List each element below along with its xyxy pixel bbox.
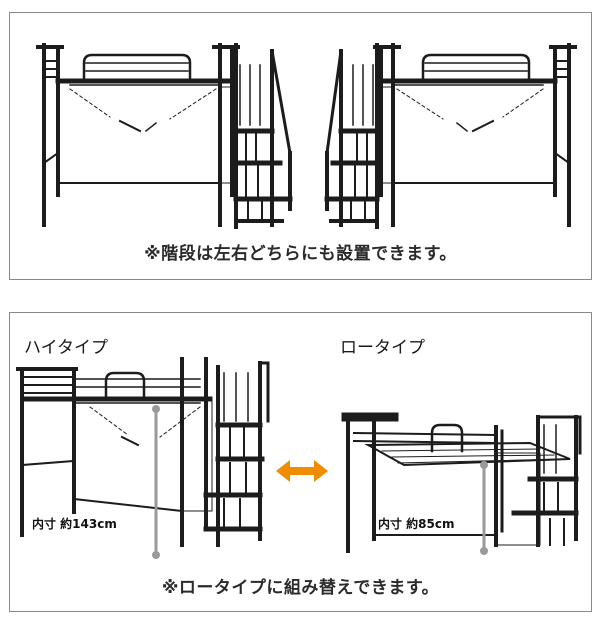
top-panel: ※階段は左右どちらにも設置できます。: [9, 12, 592, 280]
low-dimension-line: [480, 461, 488, 555]
low-type-label: ロータイプ: [340, 338, 425, 358]
bottom-panel: ハイタイプ ロータイプ: [9, 312, 592, 612]
top-caption: ※階段は左右どちらにも設置できます。: [144, 244, 457, 264]
low-dimension-label: 内寸 約85cm: [376, 514, 457, 533]
high-dimension-label: 内寸 約143cm: [30, 514, 119, 533]
high-type-label: ハイタイプ: [24, 338, 108, 358]
loft-bed-stairs-left-illustration: [324, 43, 577, 229]
low-type-bed-illustration: [341, 412, 582, 555]
double-arrow-icon: [276, 460, 328, 482]
high-dimension-line: [152, 405, 160, 559]
high-type-bed-illustration: [16, 357, 270, 559]
loft-bed-stairs-right-illustration: [36, 43, 293, 229]
bottom-caption: ※ロータイプに組み替えできます。: [161, 578, 440, 598]
